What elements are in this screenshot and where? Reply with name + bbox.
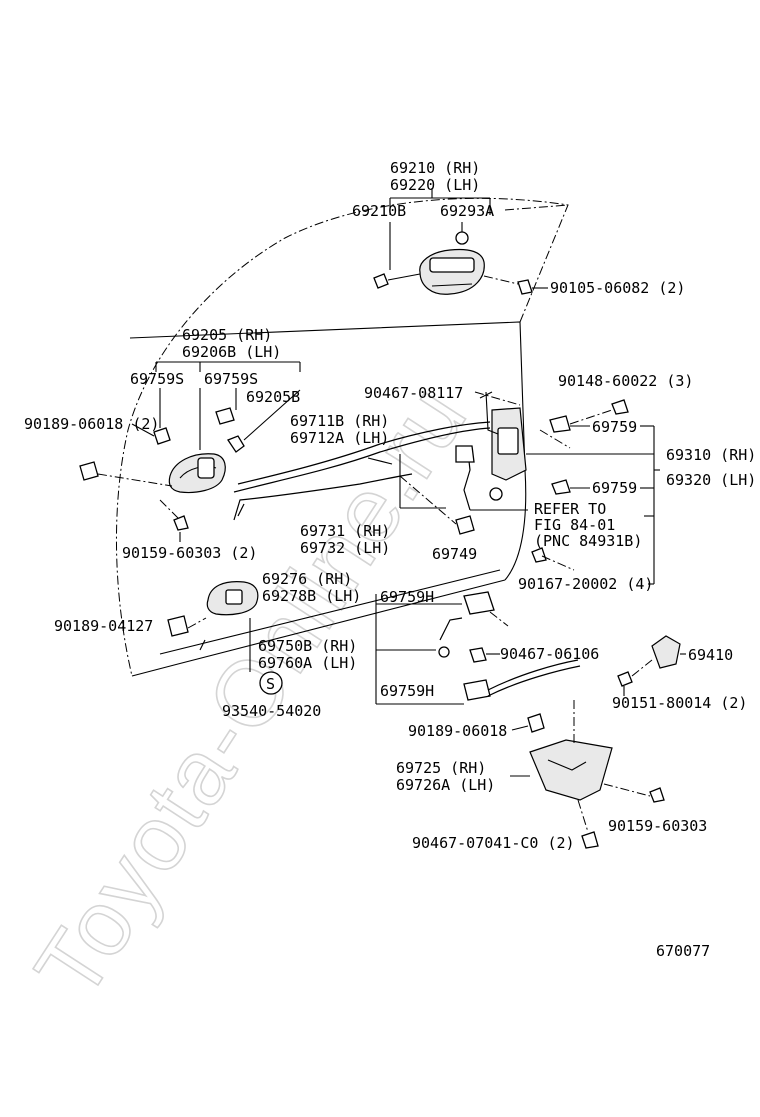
label-90467-07041: 90467-07041-C0 (2) (412, 834, 575, 852)
label-69220: 69220 (LH) (390, 176, 480, 194)
screw-69205b (227, 435, 245, 453)
label-69293a: 69293A (440, 202, 494, 220)
label-refer-3: (PNC 84931B) (534, 532, 642, 550)
label-69205b: 69205B (246, 388, 300, 406)
label-69759s-b: 69759S (204, 370, 258, 388)
label-69205: 69205 (RH) (182, 326, 272, 344)
clip-69759-b (551, 479, 571, 495)
label-69276: 69276 (RH) (262, 570, 352, 588)
label-refer-1: REFER TO (534, 500, 606, 518)
label-69712a: 69712A (LH) (290, 429, 389, 447)
label-69749: 69749 (432, 545, 477, 563)
label-69725: 69725 (RH) (396, 759, 486, 777)
label-90159-60303-2: 90159-60303 (2) (122, 544, 257, 562)
lower-bracket-group (510, 635, 686, 849)
s-mark-letter: S (266, 675, 275, 693)
label-69759h-b: 69759H (380, 682, 434, 700)
bolt-69210b (373, 273, 389, 289)
figure-number: 670077 (656, 942, 710, 960)
label-69210b: 69210B (352, 202, 406, 220)
label-69759s-a: 69759S (130, 370, 184, 388)
label-90189-06018: 90189-06018 (408, 722, 507, 740)
label-90467-06106: 90467-06106 (500, 645, 599, 663)
label-69760a: 69760A (LH) (258, 654, 357, 672)
label-90159-60303: 90159-60303 (608, 817, 707, 835)
label-90167: 90167-20002 (4) (518, 575, 653, 593)
outside-handle-clip (455, 231, 469, 245)
clip-90189-04127 (167, 615, 189, 637)
clip-69759h-b (463, 679, 491, 701)
label-69310: 69310 (RH) (666, 446, 756, 464)
screw-90159-60303-b (649, 787, 665, 803)
clip-90189-06018 (79, 461, 99, 481)
label-69206b: 69206B (LH) (182, 343, 281, 361)
screw-90159-60303 (173, 515, 189, 531)
door-check-69410 (651, 635, 681, 669)
screw-90151 (617, 671, 633, 687)
label-90189-06018-2: 90189-06018 (2) (24, 415, 159, 433)
label-69731: 69731 (RH) (300, 522, 390, 540)
label-69711b: 69711B (RH) (290, 412, 389, 430)
screw-90148 (611, 399, 629, 415)
label-69410: 69410 (688, 646, 733, 664)
clip-90189-06018-b (527, 713, 545, 733)
part-labels: 69210 (RH) 69220 (LH) 69210B 69293A 9010… (24, 159, 756, 960)
lower-linkage (375, 591, 581, 705)
clip-69759s-b (215, 407, 235, 425)
label-69726a: 69726A (LH) (396, 776, 495, 794)
lock-cable-end (455, 445, 475, 463)
clip-69759-a (549, 415, 571, 433)
inside-lock-group: S (167, 581, 283, 695)
label-69210: 69210 (RH) (390, 159, 480, 177)
label-93540: 93540-54020 (222, 702, 321, 720)
s-mark (259, 671, 283, 695)
label-69750b: 69750B (RH) (258, 637, 357, 655)
label-69759-b: 69759 (592, 479, 637, 497)
clip-69759s-a (153, 427, 171, 445)
label-90467-08117: 90467-08117 (364, 384, 463, 402)
door-lock-assembly (399, 391, 660, 585)
label-90189-04127: 90189-04127 (54, 617, 153, 635)
label-90148: 90148-60022 (3) (558, 372, 693, 390)
label-69759-a: 69759 (592, 418, 637, 436)
label-69320: 69320 (LH) (666, 471, 756, 489)
label-90105: 90105-06082 (2) (550, 279, 685, 297)
rods (233, 421, 491, 521)
label-90151: 90151-80014 (2) (612, 694, 747, 712)
label-69759h-a: 69759H (380, 588, 434, 606)
label-69278b: 69278B (LH) (262, 587, 361, 605)
screw-90467-07041 (581, 831, 599, 849)
screw-90167 (531, 547, 547, 563)
bolt-90105 (517, 279, 533, 295)
inside-handle-group (79, 361, 301, 542)
clip-69749 (455, 515, 475, 535)
screw-90467-06106 (469, 647, 487, 663)
clip-69759h-a (463, 591, 495, 615)
label-refer-2: FIG 84-01 (534, 516, 615, 534)
label-69732: 69732 (LH) (300, 539, 390, 557)
inside-handle (168, 453, 226, 494)
outside-handle-group (373, 188, 569, 295)
